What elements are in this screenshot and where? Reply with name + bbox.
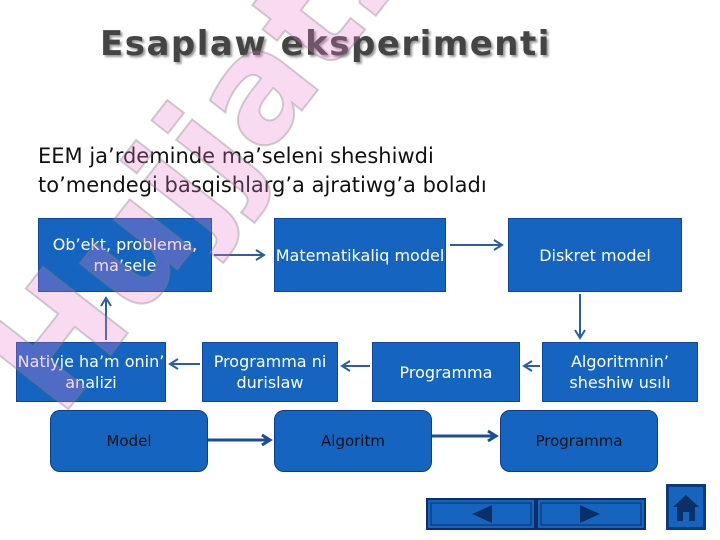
discrete-model-box: Diskret model [508, 218, 682, 292]
result-analysis-box: Natiyje ha’m onin’ analizi [16, 342, 166, 402]
slide-subtitle: EEM ja’rdeminde ma’seleni sheshiwdi to’m… [38, 142, 638, 200]
subtitle-line-2: to’mendegi basqishlarg’a ajratiwg’a bola… [38, 173, 487, 197]
right-triangle-icon [540, 502, 642, 526]
subtitle-line-1: EEM ja’rdeminde ma’seleni sheshiwdi [38, 144, 434, 168]
program-box: Programma [372, 342, 520, 402]
model-box: Model [50, 410, 208, 472]
next-button[interactable] [536, 498, 646, 530]
slide-title: Esaplaw eksperimenti [100, 24, 551, 64]
programming-box: Programma ni durislaw [202, 342, 338, 402]
prev-button[interactable] [426, 498, 536, 530]
left-triangle-icon [430, 502, 532, 526]
math-model-box: Matematikaliq model [274, 218, 446, 292]
object-problem-box: Ob’ekt, problema, ma’sele [38, 218, 212, 292]
algorithm-method-box: Algoritmnin’ sheshiw usılı [542, 342, 698, 402]
algorithm-box: Algoritm [274, 410, 432, 472]
home-button[interactable] [666, 484, 706, 530]
programma-box: Programma [500, 410, 658, 472]
home-icon [673, 495, 699, 521]
